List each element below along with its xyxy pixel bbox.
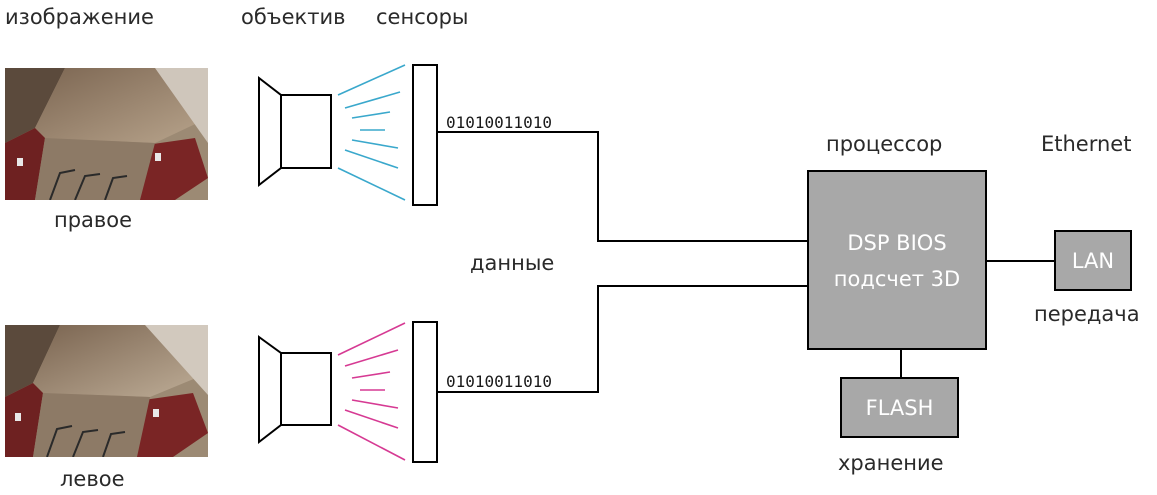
sensors-column-label: сенсоры (376, 5, 469, 29)
left-light-rays (337, 322, 406, 461)
processor-line2: подсчет 3D (833, 267, 961, 291)
left-image-photo (5, 325, 208, 457)
left-lens-icon (258, 335, 332, 445)
image-column-label: изображение (5, 5, 154, 29)
lens-column-label: объектив (241, 5, 346, 29)
left-sensor-plate (412, 321, 438, 463)
right-light-rays (337, 64, 406, 201)
lan-box (1054, 230, 1132, 291)
processor-label: процессор (826, 132, 943, 156)
right-image-photo (5, 68, 208, 200)
top-data-wire (437, 131, 808, 242)
data-label: данные (470, 251, 555, 275)
top-bitstream: 01010011010 (446, 113, 552, 132)
right-lens-icon (258, 75, 332, 188)
left-image-label: левое (60, 467, 125, 491)
bottom-bitstream: 01010011010 (446, 372, 552, 391)
ethernet-label: Ethernet (1041, 132, 1132, 156)
right-image-label: правое (54, 208, 133, 232)
right-sensor-plate (412, 64, 438, 206)
lan-box-label: LAN (1071, 249, 1115, 273)
processor-line1: DSP BIOS (847, 231, 947, 255)
flash-box-label: FLASH (865, 396, 934, 420)
flash-box (840, 377, 959, 438)
transfer-label: передача (1034, 302, 1140, 326)
storage-label: хранение (838, 451, 944, 475)
processor-box (807, 170, 987, 350)
bottom-data-wire (437, 285, 808, 393)
